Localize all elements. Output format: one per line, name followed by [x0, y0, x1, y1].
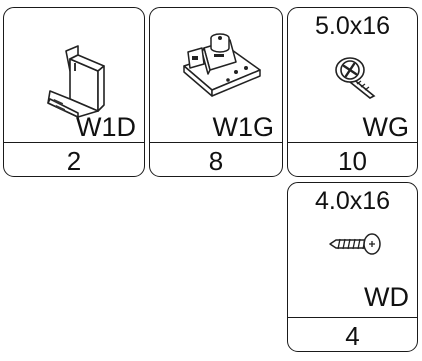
- part-quantity: 10: [338, 146, 367, 176]
- part-card-wd: 4.0x16 WD 4: [287, 182, 418, 352]
- screw-top-icon: [335, 57, 376, 99]
- card-divider: [4, 142, 144, 143]
- part-quantity: 2: [66, 146, 82, 176]
- bracket-icon: [47, 45, 105, 118]
- card-divider: [150, 142, 282, 143]
- card-divider: [288, 142, 417, 143]
- part-code: W1G: [212, 112, 274, 142]
- part-code: W1D: [76, 112, 136, 142]
- part-card-w1g: W1G 8: [149, 7, 283, 177]
- part-card-w1d: W1D 2: [3, 7, 145, 177]
- part-size: 4.0x16: [314, 187, 391, 215]
- screw-side-icon: [329, 233, 381, 255]
- hinge-plate-icon: [183, 33, 261, 97]
- part-quantity: 8: [208, 146, 224, 176]
- part-quantity: 4: [345, 321, 360, 351]
- card-divider: [288, 317, 417, 318]
- part-size: 5.0x16: [314, 12, 391, 40]
- part-code: WG: [362, 112, 410, 142]
- part-code: WD: [364, 282, 409, 312]
- part-card-wg: 5.0x16 WG 10: [287, 7, 418, 177]
